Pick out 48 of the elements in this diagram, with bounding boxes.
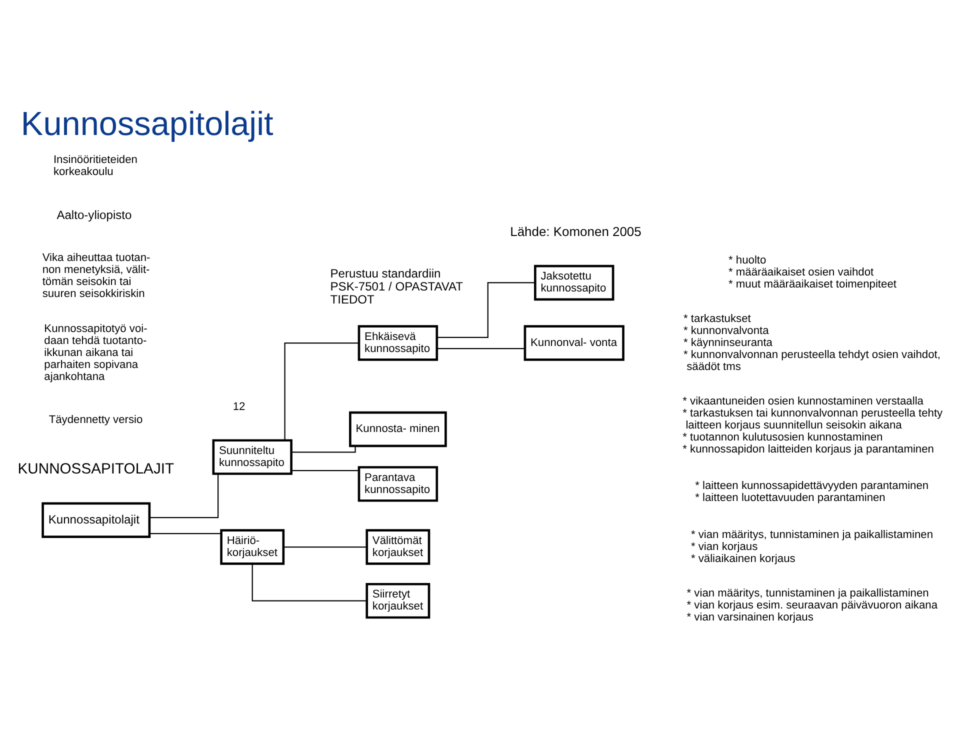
label: Aalto-yliopisto bbox=[56, 208, 132, 222]
node-box: Siirretyt korjaukset bbox=[366, 582, 430, 619]
connector bbox=[291, 470, 359, 472]
node-label: * kunnossapidon laitteiden korjaus ja parantaminen bbox=[682, 444, 934, 456]
node-label: * laitteen kunnossapidettävyyden parantaminen bbox=[695, 480, 929, 492]
connector bbox=[252, 564, 367, 602]
node-label: * tarkastukset bbox=[684, 312, 751, 325]
node-label: * kunnonvalvonta bbox=[684, 324, 769, 337]
node-box: Suunniteltu kunnossapito bbox=[212, 439, 292, 475]
label: Perustuu standardiin PSK-7501 / OPASTAVAT TIEDOT bbox=[330, 266, 464, 307]
node-box: Välittömät korjaukset bbox=[366, 529, 430, 565]
node-label: * vian määritys, tunnistaminen ja paikallistaminen bbox=[686, 587, 929, 600]
node-label: * tuotannon kulutusosien kunnostaminen bbox=[682, 431, 883, 444]
node-label: * muut määräaikaiset toimenpiteet bbox=[728, 278, 896, 290]
node-label: * vian varsinainen korjaus bbox=[686, 611, 814, 624]
connector bbox=[284, 342, 359, 440]
node-label: * kunnonvalvonnan perusteella tehdyt osien vaihdot, säädöt tms bbox=[684, 348, 940, 373]
label: Vika aiheuttaa tuotan- non menetyksiä, välit- tömän seisokin tai suuren seisokkiriskin bbox=[42, 252, 150, 300]
label: 12 bbox=[232, 400, 246, 413]
node-label: * vian korjaus esim. seuraavan päivävuoron aikana bbox=[686, 599, 938, 612]
node-label: * väliaikainen korjaus bbox=[690, 552, 796, 565]
node-label: * vian korjaus bbox=[690, 540, 758, 553]
connector bbox=[149, 533, 222, 534]
label: Insinööritieteiden korkeakoulu bbox=[53, 154, 138, 178]
node-label: * tarkastuksen tai kunnonvalvonnan perusteella tehty laitteen korjaus suunnitellun seisokin aikana bbox=[682, 407, 943, 432]
label: Lähde: Komonen 2005 bbox=[510, 224, 642, 240]
connector bbox=[284, 546, 367, 548]
node-box: Häiriö- korjaukset bbox=[220, 529, 285, 565]
label: KUNNOSSAPITOLAJIT bbox=[18, 462, 174, 478]
connector bbox=[437, 348, 525, 350]
label: Täydennetty versio bbox=[48, 414, 143, 426]
node-box: Ehkäisevä kunnossapito bbox=[358, 325, 438, 361]
node-box: Kunnonval- vonta bbox=[524, 325, 624, 361]
node-label: * huolto bbox=[728, 254, 766, 266]
node-box: Kunnosta- minen bbox=[349, 411, 447, 448]
node-label: * vikaantuneiden osien kunnostaminen verstaalla bbox=[682, 395, 924, 408]
diagram-title: Kunnossapitolajit bbox=[20, 106, 274, 144]
label: Kunnossapitotyö voi- daan tehdä tuotanto- ikkunan aikana tai parhaiten sopivana ajankohtana bbox=[44, 322, 148, 384]
node-label: * laitteen luotettavuuden parantaminen bbox=[695, 492, 886, 504]
node-label: * vian määritys, tunnistaminen ja paikallistaminen bbox=[690, 528, 934, 541]
node-box: Parantava kunnossapito bbox=[358, 466, 438, 502]
node-label: * määräaikaiset osien vaihdot bbox=[728, 266, 874, 278]
node-box: Kunnossapitolajit bbox=[42, 502, 151, 538]
connector bbox=[292, 446, 356, 453]
connector bbox=[150, 474, 219, 518]
connector bbox=[437, 282, 536, 338]
node-box: Jaksotettu kunnossapito bbox=[534, 264, 614, 301]
node-label: * käynninseuranta bbox=[684, 336, 772, 349]
